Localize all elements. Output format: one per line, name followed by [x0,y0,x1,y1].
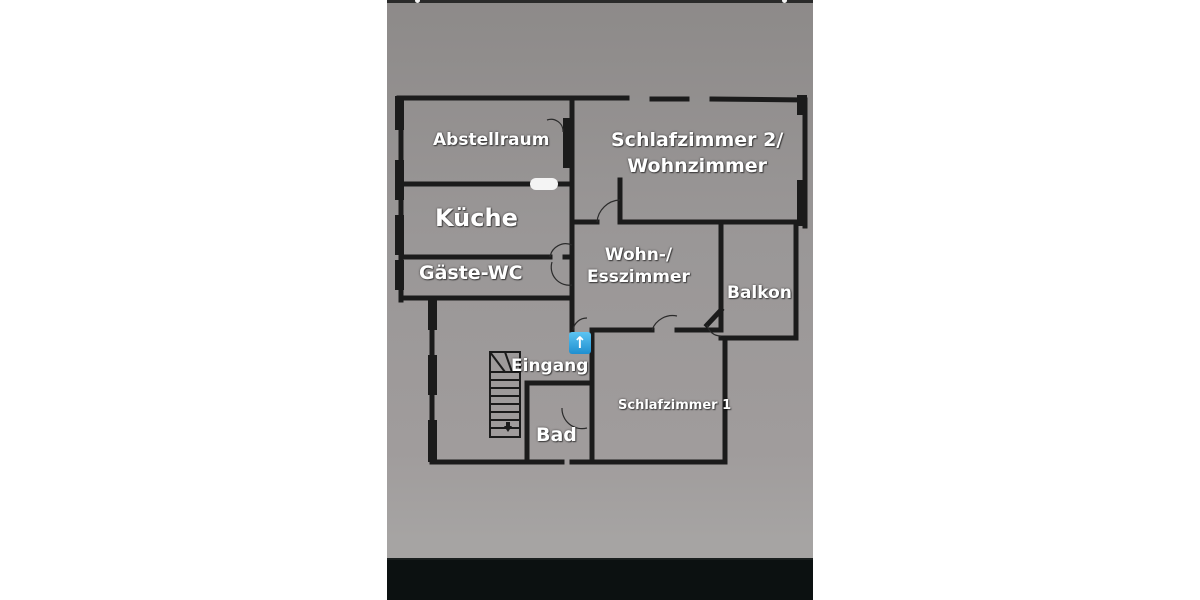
room-label-schlafzimmer-2-line1: Schlafzimmer 2/ [611,129,784,151]
room-label-wohn-esszimmer-line2: Esszimmer [587,266,690,287]
room-label-kueche: Küche [435,204,518,232]
room-label-bad: Bad [536,424,577,446]
room-label-schlafzimmer-2-line2: Wohnzimmer [627,154,768,177]
room-label-schlafzimmer-1: Schlafzimmer 1 [618,398,732,413]
viewer-menu-indicator [782,0,787,3]
room-label-wohn-esszimmer: Wohn-/ Esszimmer [587,245,690,287]
viewer-bottom-bar [387,558,813,600]
room-label-balkon: Balkon [727,283,792,303]
floor-plan-photo: Abstellraum Schlafzimmer 2/ Wohnzimmer K… [387,0,813,600]
photo-top-edge [387,0,813,3]
floor-plan-walls [395,95,808,465]
redaction-blob [530,178,558,190]
room-label-schlafzimmer-2: Schlafzimmer 2/ Wohnzimmer [611,129,784,178]
viewer-back-indicator [415,0,420,3]
up-arrow-icon: ↑ [569,332,591,354]
room-label-gaeste-wc: Gäste-WC [419,262,523,284]
stair-direction-arrow [504,422,512,432]
room-label-abstellraum: Abstellraum [433,130,550,150]
room-label-eingang: Eingang [511,356,589,376]
room-label-wohn-esszimmer-line1: Wohn-/ [604,245,673,265]
